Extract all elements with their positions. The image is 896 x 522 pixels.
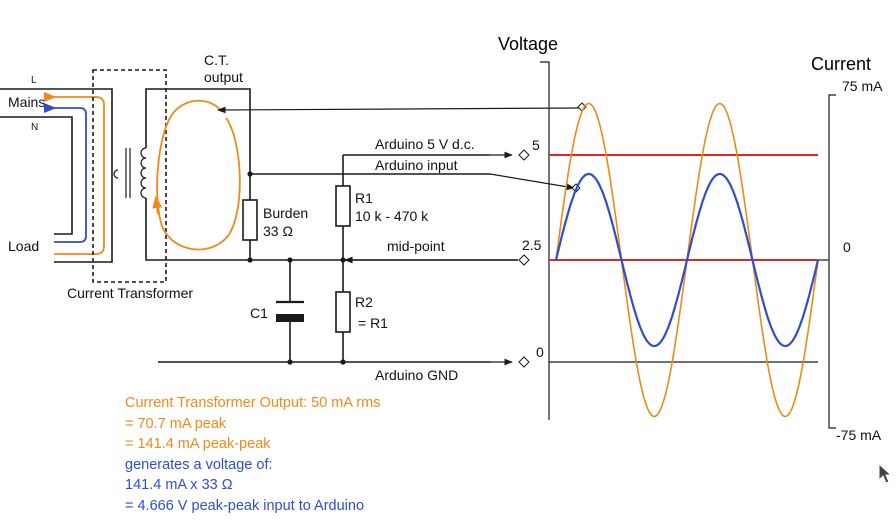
primary-return-path (43, 102, 87, 243)
label-mains: Mains (8, 94, 45, 110)
label-r2: R2 (355, 294, 373, 310)
waveform-plot: Voltage Current 5 2.5 0 75 mA 0 -75 mA (498, 34, 883, 443)
note-line: 141.4 mA x 33 Ω (125, 477, 233, 494)
secondary-bottom-wire (145, 198, 251, 261)
label-n: N (31, 122, 38, 133)
ct-secondary-coil (140, 147, 147, 199)
voltage-waveform (554, 172, 820, 348)
label-c1: C1 (250, 305, 268, 321)
label-burden: Burden (263, 205, 308, 221)
current-tick-neg75: -75 mA (836, 427, 882, 443)
burden-resistor (242, 199, 258, 241)
voltage-tick-2.5: 2.5 (522, 237, 542, 253)
label-arduino-5v: Arduino 5 V d.c. (375, 136, 475, 152)
note-line: Current Transformer Output: 50 mA rms (125, 395, 381, 411)
secondary-top-wire (145, 88, 251, 200)
voltage-tick-5: 5 (532, 137, 540, 153)
note-line: = 141.4 mA peak-peak (125, 436, 271, 453)
c1-plate-bottom (276, 314, 304, 322)
junction-dot (340, 257, 346, 263)
terminal-diamond-icon (518, 356, 530, 368)
label-load: Load (8, 238, 39, 254)
mains-primary: L Mains N Load (0, 75, 113, 263)
current-transformer: Current Transformer C.T. output (67, 52, 243, 301)
label-arduino-input: Arduino input (375, 157, 458, 173)
terminal-diamond-icon (518, 254, 530, 266)
label-ct-output-1: C.T. (204, 52, 229, 68)
current-tick-75: 75 mA (842, 78, 883, 94)
ct-primary-coil (113, 169, 119, 179)
junction-dot (287, 359, 293, 365)
terminal-diamond-icon (518, 149, 530, 161)
ct-dashed-outline (92, 69, 167, 283)
neutral-conductor (0, 116, 73, 235)
current-axis-title: Current (811, 54, 871, 74)
label-l: L (31, 75, 37, 86)
label-ct-output-2: output (204, 69, 243, 85)
label-mid-point: mid-point (387, 238, 445, 254)
secondary-current-arrow (152, 195, 163, 215)
label-r2-value: = R1 (358, 315, 388, 331)
junction-dot (247, 257, 253, 263)
note-line: generates a voltage of: (125, 456, 273, 473)
secondary-current-loop (156, 99, 241, 251)
current-axis-line (828, 94, 836, 429)
calculation-notes: Current Transformer Output: 50 mA rms = 7… (125, 393, 380, 517)
junction-dot (247, 171, 253, 177)
junction-dot (340, 359, 346, 365)
secondary-circuit: Burden 33 Ω C1 R1 10 k - 470 k R2 = R1 A… (145, 88, 587, 383)
label-burden-value: 33 Ω (263, 223, 293, 239)
r2-resistor (335, 291, 351, 333)
label-current-transformer: Current Transformer (67, 285, 193, 301)
note-line: = 70.7 mA peak (125, 415, 227, 432)
voltage-axis-line (540, 61, 550, 420)
label-arduino-gnd: Arduino GND (375, 367, 458, 383)
r1-resistor (335, 185, 351, 227)
junction-dot (287, 257, 293, 263)
arduino-input-pointer (489, 173, 575, 191)
note-line: = 4.666 V peak-peak input to Arduino (125, 497, 365, 514)
mouse-pointer-icon (878, 463, 892, 484)
current-tick-0: 0 (843, 239, 851, 255)
label-r1-value: 10 k - 470 k (355, 208, 429, 224)
line-conductor (0, 88, 113, 263)
label-r1: R1 (355, 190, 373, 206)
primary-current-path (43, 91, 105, 255)
ct-output-pointer (217, 106, 581, 114)
voltage-axis-title: Voltage (498, 34, 558, 54)
voltage-tick-0: 0 (536, 344, 544, 360)
